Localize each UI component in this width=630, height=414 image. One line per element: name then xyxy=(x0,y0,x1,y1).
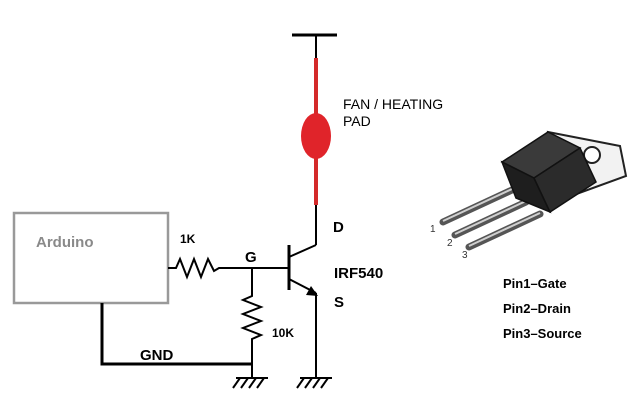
load-label-line1: FAN / HEATING xyxy=(343,96,443,112)
gnd-wire xyxy=(100,303,252,366)
drain-lead xyxy=(288,244,317,258)
gate-label: G xyxy=(245,249,257,266)
load-fan-heating-pad xyxy=(301,113,331,159)
pinout-source: Pin3–Source xyxy=(503,326,582,341)
to220-package-illustration: 1 2 3 xyxy=(430,130,628,261)
pulldown-resistor-10k xyxy=(240,268,264,378)
ground-label: GND xyxy=(140,347,174,364)
ground-symbol-pulldown xyxy=(232,377,268,389)
package-pin-number-3: 3 xyxy=(462,250,468,261)
transistor-label: IRF540 xyxy=(334,265,383,282)
gate-resistor-1k xyxy=(168,256,289,280)
ground-symbol-source xyxy=(296,377,332,389)
pinout-drain: Pin2–Drain xyxy=(503,301,571,316)
package-pin-number-1: 1 xyxy=(430,224,436,235)
pinout-gate: Pin1–Gate xyxy=(503,276,567,291)
resistor-pulldown-label: 10K xyxy=(272,326,294,340)
source-label: S xyxy=(334,294,344,311)
resistor-gate-label: 1K xyxy=(180,232,196,246)
load-label-line2: PAD xyxy=(343,113,371,129)
arduino-label: Arduino xyxy=(36,234,94,251)
package-pin-number-2: 2 xyxy=(447,238,453,249)
drain-label: D xyxy=(333,219,344,236)
arduino-box xyxy=(12,211,170,305)
package-body-side xyxy=(533,146,597,214)
